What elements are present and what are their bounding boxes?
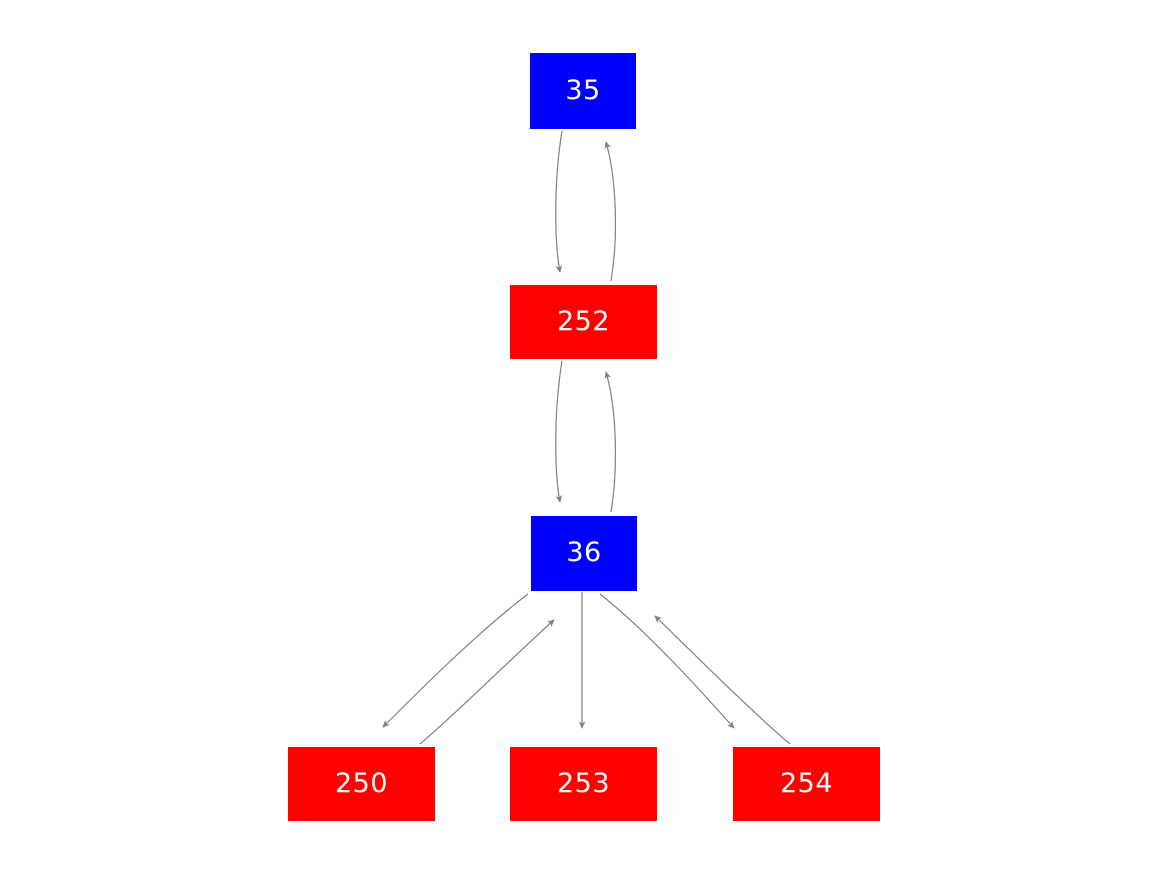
- graph-node-252[interactable]: 252: [510, 285, 657, 359]
- node-label: 252: [556, 305, 611, 337]
- node-label: 36: [566, 537, 602, 568]
- graph-node-250[interactable]: 250: [288, 747, 435, 821]
- edge-36-to-252: [604, 371, 617, 513]
- graph-node-35[interactable]: 35: [530, 53, 636, 129]
- graph-node-253[interactable]: 253: [510, 747, 657, 821]
- edge-254-to-36: [654, 615, 791, 745]
- edge-252-to-36: [555, 360, 563, 503]
- edge-35-to-252: [555, 130, 563, 273]
- graph-node-254[interactable]: 254: [733, 747, 880, 821]
- node-label: 254: [779, 767, 834, 799]
- edge-36-to-254: [599, 593, 735, 729]
- edge-36-to-250: [382, 593, 529, 728]
- node-label: 253: [556, 767, 611, 799]
- node-label: 250: [334, 767, 389, 799]
- edge-250-to-36: [419, 619, 555, 745]
- graph-node-36[interactable]: 36: [531, 516, 637, 591]
- node-label: 35: [565, 74, 601, 106]
- edge-252-to-35: [604, 141, 617, 282]
